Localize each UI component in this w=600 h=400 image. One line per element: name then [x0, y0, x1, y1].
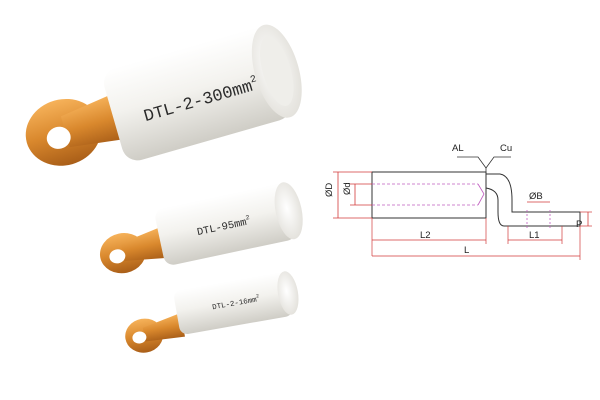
label-aluminum: AL [452, 143, 464, 154]
label-outer-diameter: ØD [324, 183, 335, 197]
label-inner-diameter: Ød [342, 182, 353, 195]
palm-outline [485, 173, 581, 227]
barrel-outline [371, 171, 487, 219]
lug-medium: DTL-95mm2 [99, 182, 303, 274]
label-barrel-length: L2 [420, 230, 431, 241]
label-palm-length: L1 [529, 230, 540, 241]
label-copper: Cu [500, 143, 512, 154]
label-total-length: L [464, 245, 469, 256]
lug-small: DTL-2-16mm2 [125, 271, 299, 353]
lug-large: DTL-2-300mm2 [25, 24, 302, 166]
label-thickness: P [576, 219, 582, 230]
label-hole-diameter: ØB [529, 191, 543, 202]
